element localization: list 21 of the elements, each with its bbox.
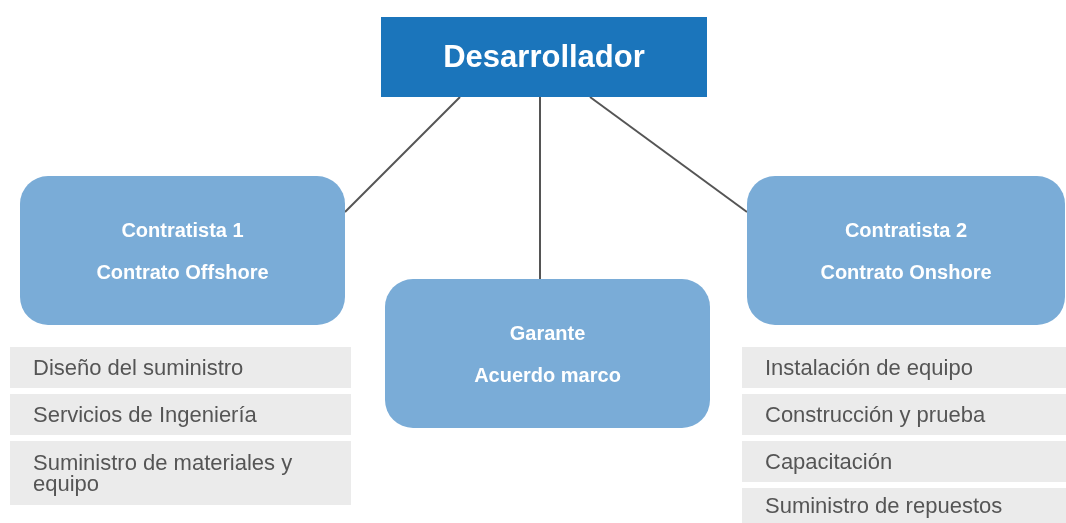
connector-line (589, 96, 748, 213)
item-text: Construcción y prueba (765, 404, 987, 425)
title-box (381, 17, 707, 97)
rounded-box (20, 176, 345, 325)
box-label: Acuerdo marco (474, 362, 621, 387)
box-title: Desarrollador (443, 37, 645, 76)
box-label: Contratista 1 (121, 217, 244, 242)
item-text: Servicios de Ingeniería (33, 404, 258, 425)
item-text: Instalación de equipo (765, 357, 974, 378)
box-label: Contrato Offshore (96, 259, 269, 284)
connector-line (344, 96, 461, 213)
connector-line (539, 96, 541, 280)
item-text: Capacitación (765, 451, 894, 472)
box-label: Contratista 2 (844, 217, 968, 242)
box-label: Garante (509, 320, 586, 345)
item-text: Suministro de materiales y equipo (33, 452, 294, 494)
rounded-box (385, 279, 710, 428)
rounded-box (747, 176, 1065, 325)
item-text: Suministro de repuestos (765, 495, 1004, 516)
box-label: Contrato Onshore (820, 259, 992, 284)
item-text: Diseño del suministro (33, 357, 245, 378)
